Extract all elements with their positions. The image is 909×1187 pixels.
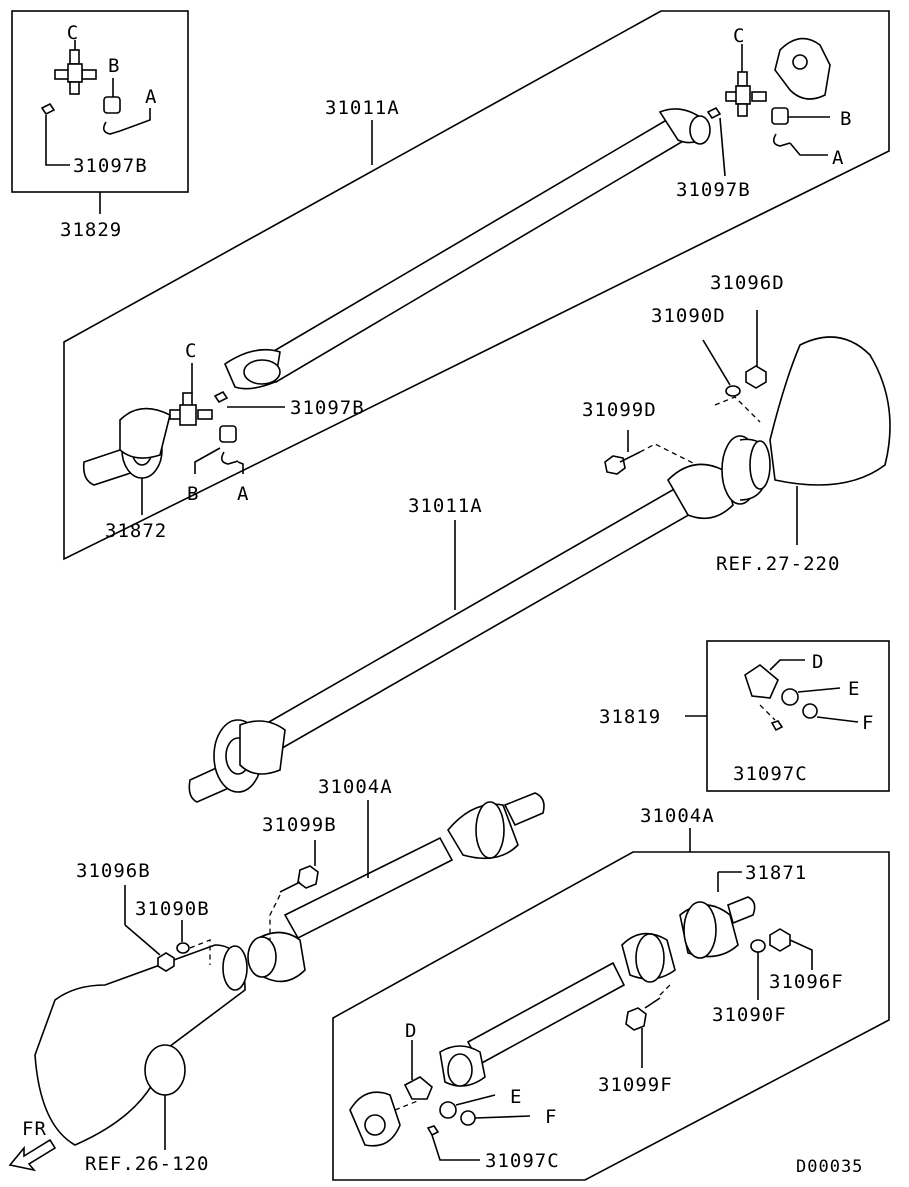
letter-a: A [145, 86, 157, 108]
part-label-31829: 31829 [60, 219, 122, 241]
part-label-31096b: 31096B [76, 860, 151, 882]
part-label-31872: 31872 [105, 520, 167, 542]
part-label-31096f: 31096F [769, 971, 844, 993]
part-label-31099f: 31099F [598, 1074, 673, 1096]
reference-label-26-120: REF.26-120 [85, 1153, 209, 1175]
letter-b: B [108, 55, 120, 77]
letter-f: F [545, 1106, 557, 1128]
part-label-31097b: 31097B [73, 155, 148, 177]
part-label-31090b: 31090B [135, 898, 210, 920]
letter-b: B [187, 483, 199, 505]
part-label-31097c: 31097C [485, 1150, 560, 1172]
front-propeller-shaft [247, 792, 545, 983]
part-label-31097b: 31097B [676, 179, 751, 201]
part-label-31011a: 31011A [325, 97, 400, 119]
upper-assembly-frame [63, 10, 890, 561]
part-label-31097c: 31097C [733, 763, 808, 785]
middle-propeller-shaft [188, 435, 769, 803]
letter-a: A [237, 483, 249, 505]
front-direction-arrow-icon [8, 1138, 57, 1172]
part-label-31004a: 31004A [640, 805, 715, 827]
kit-box-31829 [11, 10, 189, 214]
upper-right-joint-parts [706, 37, 831, 177]
lower-assembly-frame [332, 828, 890, 1181]
letter-e: E [848, 678, 860, 700]
front-direction-label: FR [22, 1118, 47, 1140]
lower-propeller-shaft [349, 871, 813, 1161]
reference-label-27-220: REF.27-220 [716, 553, 840, 575]
kit-box-31819 [685, 640, 890, 792]
part-label-31099b: 31099B [262, 814, 337, 836]
letter-f: F [862, 712, 874, 734]
letter-d: D [405, 1020, 417, 1042]
part-label-31011a: 31011A [408, 495, 483, 517]
part-label-31096d: 31096D [710, 272, 785, 294]
letter-d: D [812, 651, 824, 673]
part-label-31097b: 31097B [290, 397, 365, 419]
part-label-31090f: 31090F [712, 1004, 787, 1026]
letter-c: C [67, 22, 79, 44]
part-label-31099d: 31099D [582, 399, 657, 421]
letter-b: B [840, 108, 852, 130]
letter-c: C [185, 340, 197, 362]
diagram-code: D00035 [796, 1157, 863, 1177]
letter-c: C [733, 25, 745, 47]
upper-left-joint-parts [82, 363, 285, 515]
letter-a: A [832, 147, 844, 169]
part-label-31871: 31871 [745, 862, 807, 884]
upper-propeller-tube [223, 108, 711, 390]
part-label-31004a: 31004A [318, 776, 393, 798]
rear-differential-housing [604, 310, 891, 545]
part-label-31819: 31819 [599, 706, 661, 728]
transmission-housing [34, 885, 248, 1150]
letter-e: E [510, 1086, 522, 1108]
part-label-31090d: 31090D [651, 305, 726, 327]
